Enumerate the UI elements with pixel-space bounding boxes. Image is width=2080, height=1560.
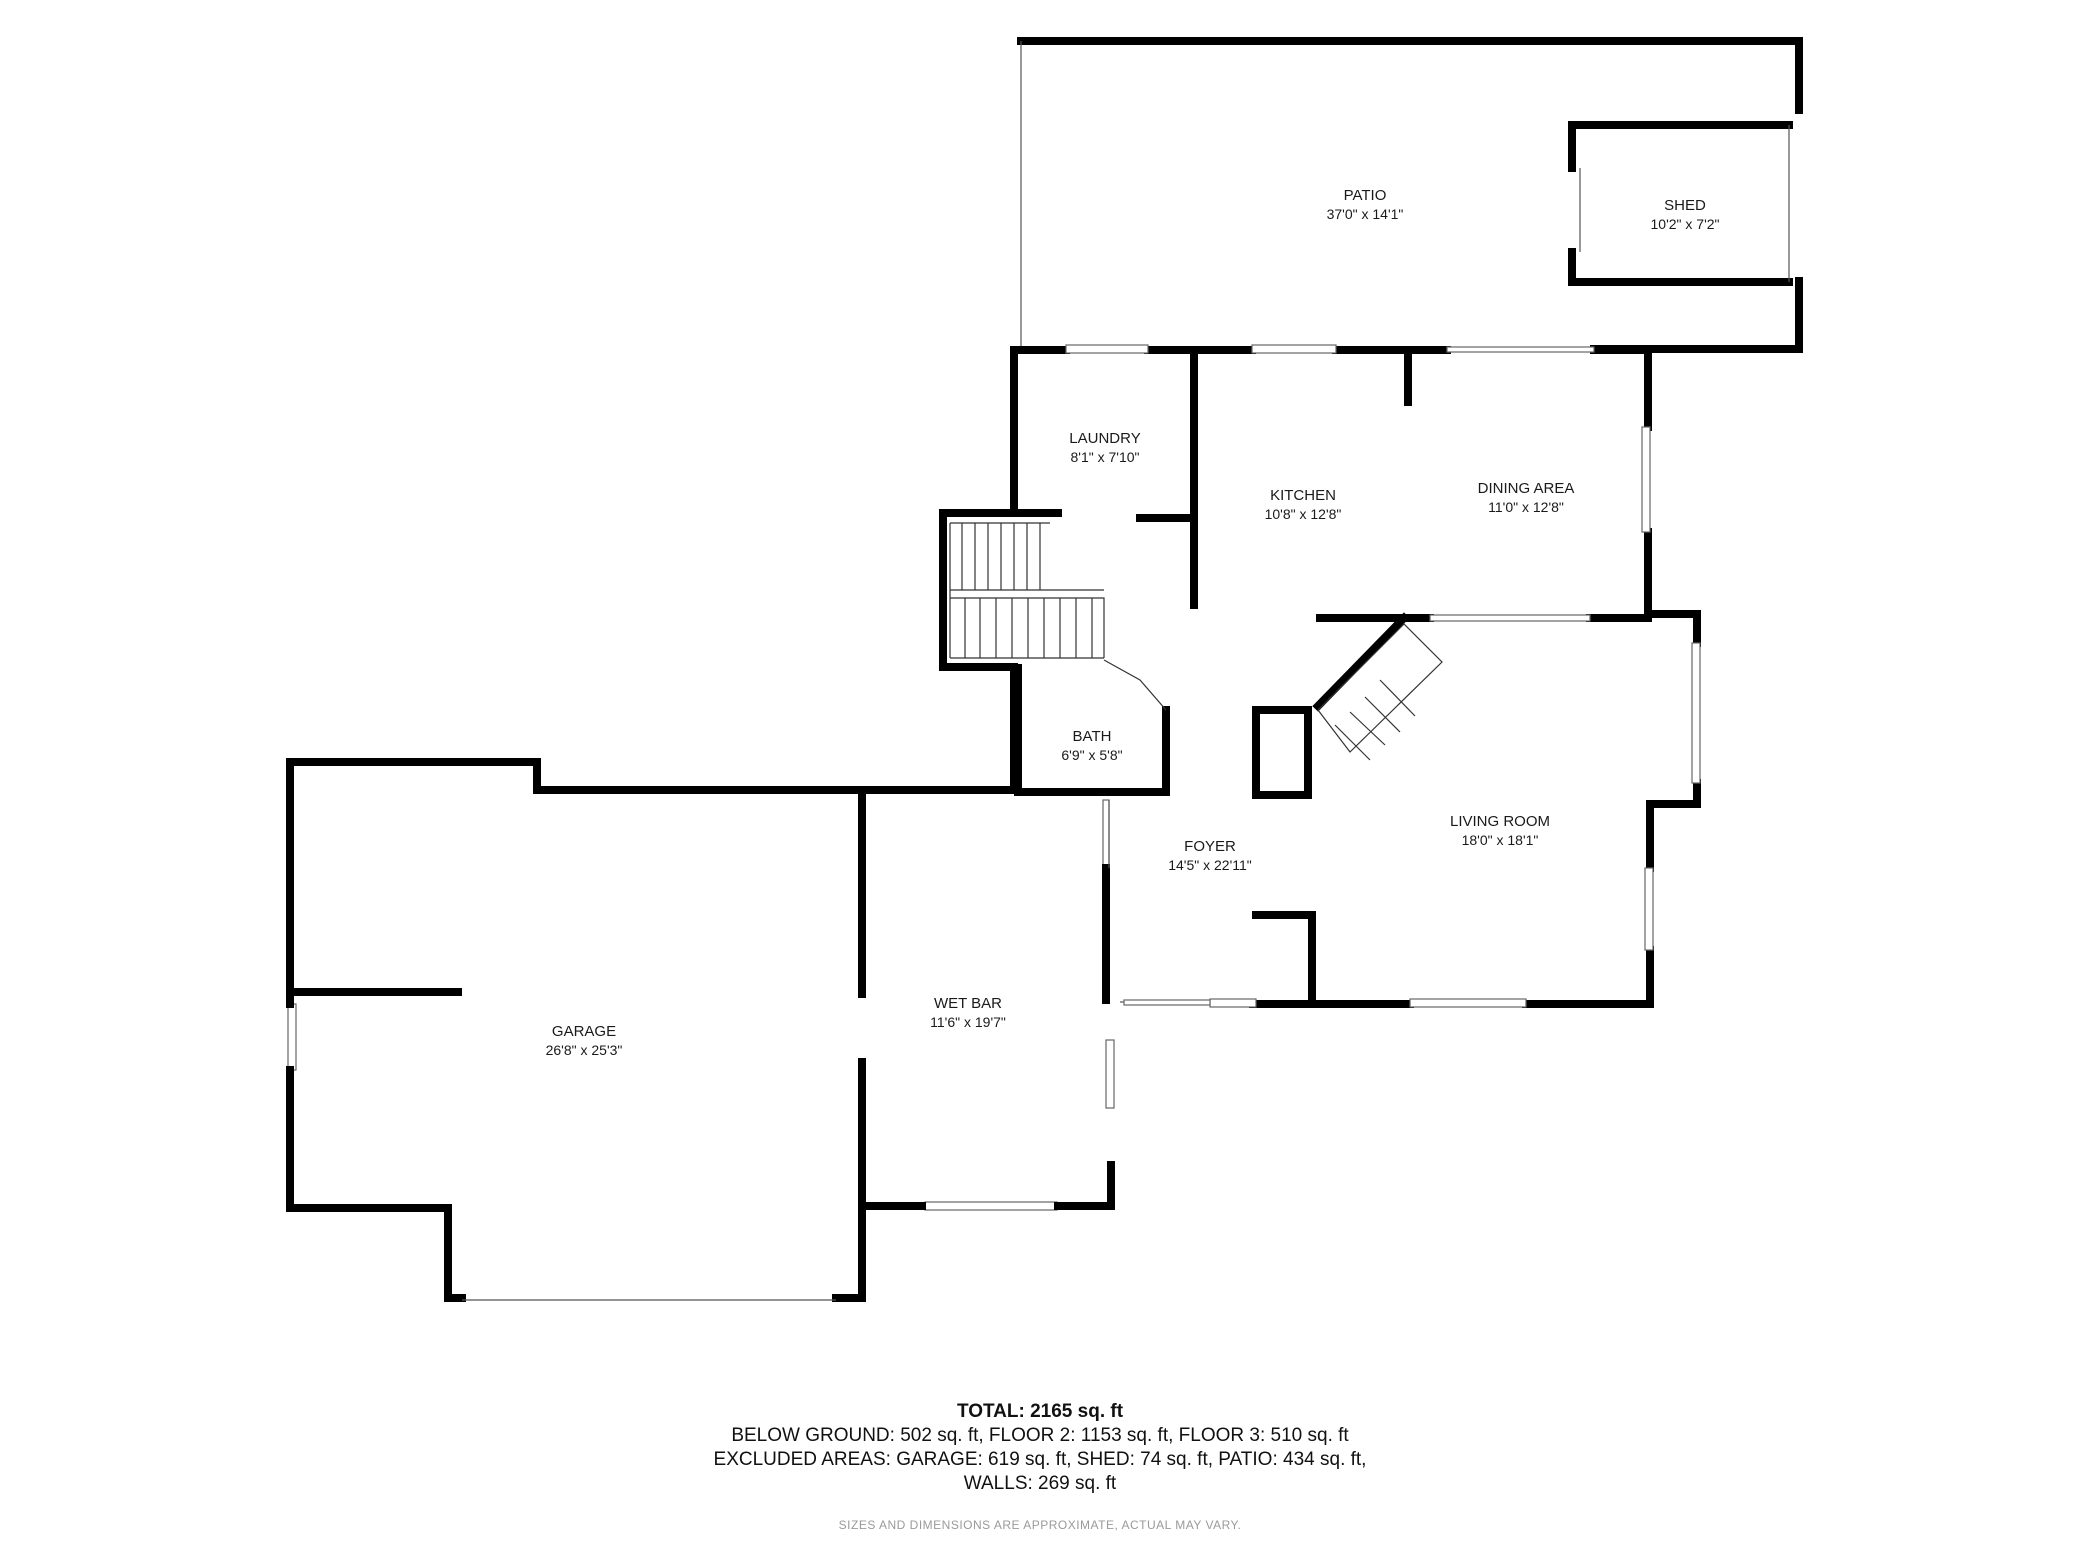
patio-dimensions: 37'0" x 14'1" xyxy=(1327,206,1404,222)
room-labels: PATIO 37'0" x 14'1" SHED 10'2" x 7'2" LA… xyxy=(546,187,1720,1058)
patio-label: PATIO xyxy=(1344,187,1387,204)
excluded-areas: EXCLUDED AREAS: GARAGE: 619 sq. ft, SHED… xyxy=(713,1449,1367,1470)
shed-area xyxy=(1568,121,1793,286)
dining-area-label: DINING AREA xyxy=(1478,480,1575,497)
bath-label: BATH xyxy=(1073,728,1112,745)
walls-area: WALLS: 269 sq. ft xyxy=(963,1473,1117,1494)
foyer-dimensions: 14'5" x 22'11" xyxy=(1168,857,1252,873)
living-room-label: LIVING ROOM xyxy=(1450,813,1550,830)
staircase xyxy=(949,522,1443,761)
shed-dimensions: 10'2" x 7'2" xyxy=(1651,216,1720,232)
floor-areas: BELOW GROUND: 502 sq. ft, FLOOR 2: 1153 … xyxy=(731,1425,1349,1446)
patio-area xyxy=(1017,37,1803,353)
total-area: TOTAL: 2165 sq. ft xyxy=(956,1401,1124,1422)
shed-label: SHED xyxy=(1664,197,1706,214)
foyer-label: FOYER xyxy=(1184,838,1236,855)
wet-bar-label: WET BAR xyxy=(934,995,1002,1012)
lower-walls xyxy=(286,663,1124,1302)
main-walls xyxy=(939,346,1701,1008)
kitchen-label: KITCHEN xyxy=(1270,487,1336,504)
garage-label: GARAGE xyxy=(552,1023,616,1040)
kitchen-dimensions: 10'8" x 12'8" xyxy=(1265,506,1342,522)
laundry-label: LAUNDRY xyxy=(1069,430,1140,447)
living-room-dimensions: 18'0" x 18'1" xyxy=(1462,832,1539,848)
laundry-dimensions: 8'1" x 7'10" xyxy=(1071,449,1140,465)
garage-dimensions: 26'8" x 25'3" xyxy=(546,1042,623,1058)
area-summary: TOTAL: 2165 sq. ft BELOW GROUND: 502 sq.… xyxy=(0,1400,2080,1496)
windows xyxy=(287,344,1701,1211)
wet-bar-dimensions: 11'6" x 19'7" xyxy=(930,1014,1006,1030)
dining-area-dimensions: 11'0" x 12'8" xyxy=(1488,499,1564,515)
disclaimer: SIZES AND DIMENSIONS ARE APPROXIMATE, AC… xyxy=(838,1518,1242,1532)
bath-dimensions: 6'9" x 5'8" xyxy=(1061,747,1122,763)
